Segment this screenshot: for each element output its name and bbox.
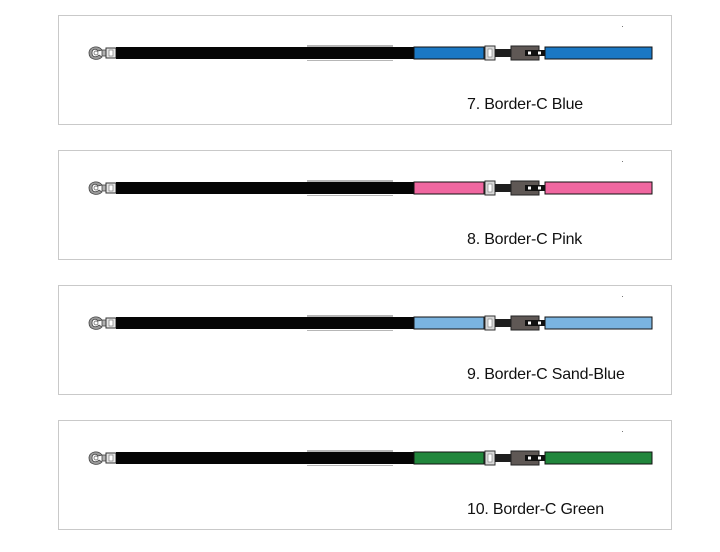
color-strap-right (544, 46, 653, 60)
product-caption: 9. Border-C Sand-Blue (467, 366, 625, 383)
product-caption: 8. Border-C Pink (467, 231, 583, 248)
clasp (510, 180, 545, 196)
sleeve-lines (307, 180, 393, 196)
black-strap (116, 452, 414, 464)
product-panel: 7. Border-C Blue (58, 15, 672, 125)
buckle (484, 450, 511, 466)
leash-image (87, 315, 653, 331)
clasp (510, 450, 545, 466)
buckle (484, 315, 511, 331)
leash-image (87, 45, 653, 61)
product-panel: 10. Border-C Green (58, 420, 672, 530)
snap-hook (88, 181, 117, 195)
color-strap-right (544, 316, 653, 330)
corner-mark (622, 296, 623, 297)
color-strap-left (413, 46, 485, 60)
black-strap (116, 317, 414, 329)
buckle (484, 45, 511, 61)
snap-hook (88, 451, 117, 465)
clasp (510, 315, 545, 331)
snap-hook (88, 46, 117, 60)
color-strap-right (544, 181, 653, 195)
color-strap-left (413, 451, 485, 465)
snap-hook (88, 316, 117, 330)
leash-image (87, 180, 653, 196)
color-strap-right (544, 451, 653, 465)
black-strap (116, 47, 414, 59)
corner-mark (622, 161, 623, 162)
color-strap-left (413, 316, 485, 330)
buckle (484, 180, 511, 196)
corner-mark (622, 26, 623, 27)
sleeve-lines (307, 450, 393, 466)
corner-mark (622, 431, 623, 432)
color-strap-left (413, 181, 485, 195)
product-panel: 8. Border-C Pink (58, 150, 672, 260)
clasp (510, 45, 545, 61)
leash-image (87, 450, 653, 466)
black-strap (116, 182, 414, 194)
sleeve-lines (307, 315, 393, 331)
product-panel: 9. Border-C Sand-Blue (58, 285, 672, 395)
product-caption: 7. Border-C Blue (467, 96, 583, 113)
product-caption: 10. Border-C Green (467, 501, 604, 518)
sleeve-lines (307, 45, 393, 61)
